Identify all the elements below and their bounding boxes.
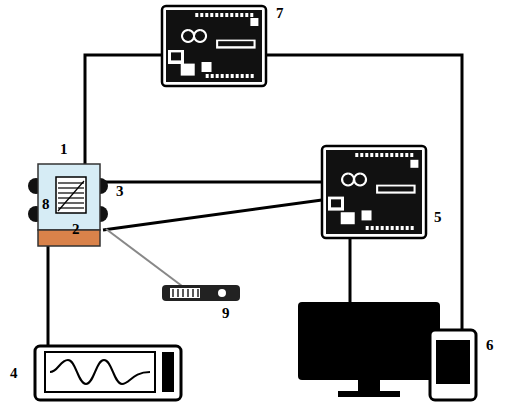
vent-line (172, 289, 174, 297)
plate-line (58, 192, 84, 193)
wire (47, 246, 50, 346)
signal-generator (35, 346, 181, 400)
vent-line (177, 289, 179, 297)
wire (103, 181, 322, 184)
plate-line (58, 207, 84, 208)
callout-number: 1 (60, 142, 68, 157)
wire (349, 236, 352, 302)
wire (103, 200, 322, 230)
wire (264, 55, 462, 330)
callout-number: 5 (434, 210, 442, 225)
mobile-phone (430, 330, 476, 400)
vent-line (187, 289, 189, 297)
callout-number: 6 (486, 338, 494, 353)
vent-line (182, 289, 184, 297)
callout-number: 3 (116, 184, 124, 199)
container (28, 164, 108, 246)
plate-line (58, 197, 84, 198)
vent-line (192, 289, 194, 297)
callout-number: 2 (72, 222, 80, 237)
callout-number: 9 (222, 306, 230, 321)
plate-line (58, 202, 84, 203)
wire (85, 55, 162, 166)
callout-number: 7 (276, 6, 284, 21)
callout-number: 4 (10, 366, 18, 381)
callout-number: 8 (42, 197, 50, 212)
plate-line (58, 182, 84, 183)
plate-line (58, 181, 84, 211)
microcontroller-board (322, 146, 426, 238)
electrode-stack (56, 177, 86, 213)
computer-monitor (298, 302, 440, 397)
light-source (162, 285, 240, 301)
microcontroller-board (162, 6, 266, 86)
plate-line (58, 187, 84, 188)
vent-line (197, 289, 199, 297)
wire (106, 229, 182, 286)
